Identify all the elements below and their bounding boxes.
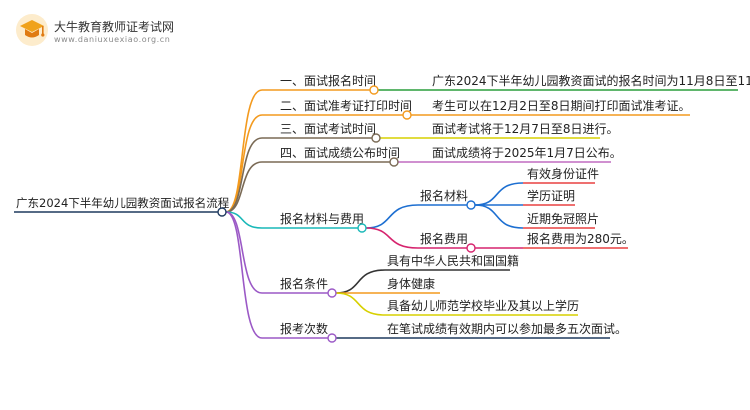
- branch-connector-6[interactable]: [327, 288, 337, 298]
- branch-connector-4[interactable]: [389, 157, 399, 167]
- branch-link-3: [225, 137, 263, 213]
- branch-3-child-label-1: 面试考试将于12月7日至8日进行。: [432, 121, 619, 136]
- branch-5-1-leaf-label-1: 有效身份证件: [527, 166, 599, 181]
- brand-header: 大牛教育教师证考试网 www.daniuxuexiao.org.cn: [14, 12, 214, 48]
- branch-5-1-leaf-label-3: 近期免冠照片: [527, 211, 599, 226]
- branch-link-5: [225, 211, 263, 229]
- branch-5-1-leaf-link-1: [474, 182, 524, 206]
- branch-5-1-leaf-link-3: [474, 204, 524, 229]
- branch-6-child-label-2: 身体健康: [387, 276, 435, 291]
- graduation-cap-book-icon: [16, 14, 48, 46]
- branch-link-4: [225, 161, 263, 213]
- branch-5-1-leaf-label-2: 学历证明: [527, 188, 575, 203]
- branch-5-child-label-2: 报名费用: [420, 231, 468, 246]
- mind-map-links: [225, 89, 524, 339]
- branch-6-child-label-3: 具备幼儿师范学校毕业及其以上学历: [387, 298, 579, 313]
- branch-link-2: [225, 114, 263, 213]
- branch-label-2: 二、面试准考证打印时间: [280, 98, 412, 113]
- branch-5-child-link-1: [365, 204, 419, 229]
- mind-map-nodes: 广东2024下半年幼儿园教资面试报名流程 一、面试报名时间 广东2024下半年幼儿园…: [14, 73, 750, 343]
- branch-connector-2[interactable]: [402, 110, 412, 120]
- branch-2-child-label-1: 考生可以在12月2日至8日期间打印面试准考证。: [432, 98, 691, 113]
- branch-label-4: 四、面试成绩公布时间: [280, 145, 400, 160]
- branch-label-3: 三、面试考试时间: [280, 121, 376, 136]
- branch-7-child-label-1: 在笔试成绩有效期内可以参加最多五次面试。: [387, 321, 627, 336]
- root-node-label: 广东2024下半年幼儿园教资面试报名流程: [16, 196, 230, 210]
- branch-5-child-link-2: [365, 227, 419, 249]
- branch-5-child-connector-1[interactable]: [466, 200, 476, 210]
- branch-connector-5[interactable]: [357, 223, 367, 233]
- branch-6-child-link-1: [335, 269, 386, 294]
- branch-connector-1[interactable]: [369, 85, 379, 95]
- branch-label-6: 报名条件: [280, 276, 328, 291]
- branch-label-1: 一、面试报名时间: [280, 73, 376, 88]
- branch-6-child-label-1: 具有中华人民共和国国籍: [387, 253, 519, 268]
- branch-4-child-label-1: 面试成绩将于2025年1月7日公布。: [432, 145, 622, 160]
- branch-5-child-label-1: 报名材料: [420, 188, 468, 203]
- branch-connector-7[interactable]: [327, 333, 337, 343]
- branch-label-7: 报考次数: [280, 321, 328, 336]
- root-node-connector[interactable]: [217, 207, 227, 217]
- brand-title: 大牛教育教师证考试网: [54, 20, 175, 34]
- branch-5-child-connector-2[interactable]: [466, 243, 476, 253]
- branch-6-child-link-3: [335, 292, 386, 316]
- branch-label-5: 报名材料与费用: [280, 211, 364, 226]
- brand-url[interactable]: www.daniuxuexiao.org.cn: [54, 35, 171, 44]
- branch-5-2-leaf-label-1: 报名费用为280元。: [527, 231, 634, 246]
- branch-connector-3[interactable]: [371, 133, 381, 143]
- branch-1-child-label-1: 广东2024下半年幼儿园教资面试的报名时间为11月8日至11日。: [432, 73, 750, 88]
- branch-link-7: [225, 211, 263, 339]
